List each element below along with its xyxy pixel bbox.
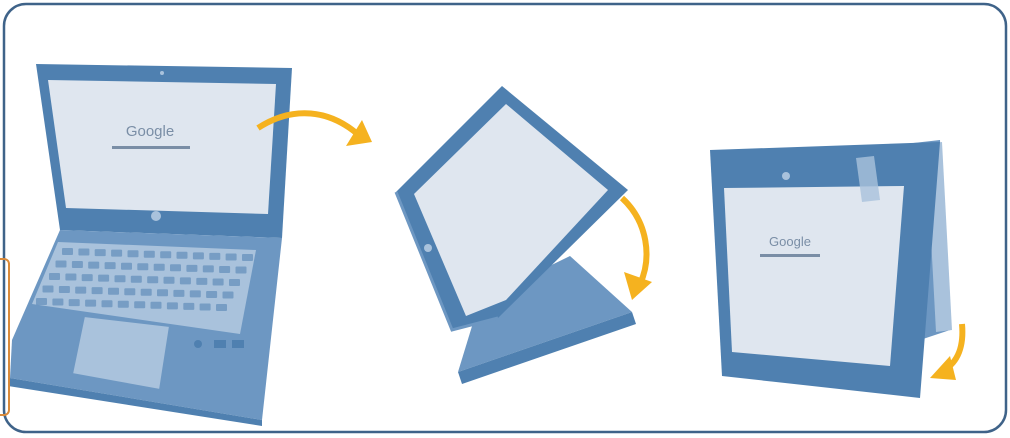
tent-tablet-mode-device (396, 86, 636, 384)
keyboard-key (105, 262, 116, 269)
keyboard-key (98, 275, 109, 282)
hp-logo (782, 172, 790, 180)
keyboard-key (36, 298, 47, 305)
laptop-search-bar (112, 146, 190, 149)
keyboard-key (170, 264, 181, 271)
tent-mode-device (710, 140, 952, 398)
arrow-head (346, 120, 372, 146)
keyboard-key (128, 250, 139, 257)
keyboard-key (95, 249, 106, 256)
keyboard-key (196, 278, 207, 285)
keyboard-key (242, 254, 253, 261)
keyboard-key (203, 265, 214, 272)
keyboard-key (75, 287, 86, 294)
keyboard-key (69, 299, 80, 306)
sticker-icon (194, 340, 202, 348)
keyboard-key (186, 265, 197, 272)
keyboard-key (154, 264, 165, 271)
side-tab-edge (0, 258, 10, 416)
keyboard-key (62, 248, 73, 255)
keyboard-key (118, 301, 129, 308)
keyboard-key (226, 254, 237, 261)
keyboard-key (141, 289, 152, 296)
keyboard-key (216, 304, 227, 311)
keyboard-key (65, 274, 76, 281)
keyboard-key (108, 288, 119, 295)
keyboard-key (78, 249, 89, 256)
keyboard-key (49, 273, 60, 280)
tent-screen-logo: Google (769, 234, 811, 249)
sticker-label (232, 340, 244, 348)
keyboard-key (200, 304, 211, 311)
keyboard-key (209, 253, 220, 260)
keyboard-key (134, 301, 145, 308)
hp-logo (151, 211, 161, 221)
laptop-screen-logo: Google (126, 123, 174, 140)
keyboard-key (121, 263, 132, 270)
keyboard-key (85, 300, 96, 307)
keyboard-key (131, 276, 142, 283)
sticker-label (214, 340, 226, 348)
keyboard-key (173, 290, 184, 297)
hp-logo (424, 244, 432, 252)
keyboard-key (151, 302, 162, 309)
keyboard-key (206, 291, 217, 298)
tent-search-bar (760, 254, 820, 257)
keyboard-key (124, 288, 135, 295)
keyboard-key (147, 276, 158, 283)
keyboard-key (219, 266, 230, 273)
arrow-head (624, 272, 652, 300)
keyboard-key (236, 267, 247, 274)
tent-screen (724, 186, 904, 366)
keyboard-key (59, 286, 70, 293)
keyboard-key (102, 300, 113, 307)
keyboard-key (43, 286, 54, 293)
keyboard-key (160, 251, 171, 258)
keyboard-key (229, 279, 240, 286)
keyboard-key (180, 277, 191, 284)
keyboard-key (193, 252, 204, 259)
keyboard-key (52, 299, 63, 306)
fold-down-icon (622, 198, 646, 284)
keyboard-key (72, 261, 83, 268)
keyboard-key (164, 277, 175, 284)
keyboard-key (144, 251, 155, 258)
keyboard-key (92, 287, 103, 294)
keyboard-key (111, 250, 122, 257)
keyboard-key (190, 290, 201, 297)
keyboard-key (88, 262, 99, 269)
laptop-mode-device (8, 64, 292, 426)
keyboard-key (115, 275, 126, 282)
keyboard-key (157, 289, 168, 296)
keyboard-key (137, 263, 148, 270)
keyboard-key (177, 252, 188, 259)
keyboard-key (183, 303, 194, 310)
keyboard-key (167, 302, 178, 309)
keyboard-key (213, 279, 224, 286)
keyboard-key (56, 261, 67, 268)
keyboard-key (82, 274, 93, 281)
keyboard-key (223, 292, 234, 299)
